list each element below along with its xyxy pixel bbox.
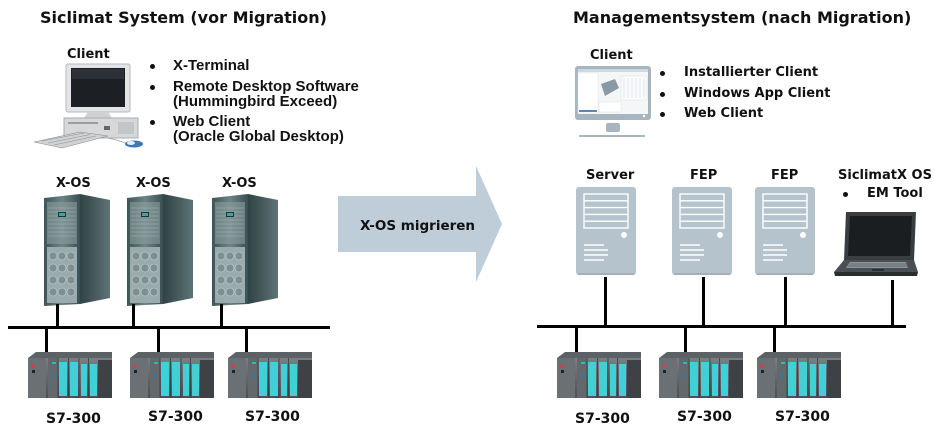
plc-icon <box>130 352 215 399</box>
laptop-options: EM Tool <box>840 184 923 205</box>
server-label: Server <box>586 168 635 183</box>
plc-icon <box>659 352 744 399</box>
client-option-text: Remote Desktop Software <box>173 78 359 95</box>
plc-label: S7-300 <box>46 411 101 427</box>
client-option-detail: (Hummingbird Exceed) <box>173 93 338 110</box>
network-link <box>604 277 607 327</box>
left-title: Siclimat System (vor Migration) <box>40 8 327 27</box>
left-client-label: Client <box>67 47 110 62</box>
client-option: Installierter Client <box>657 63 831 84</box>
plc-label: S7-300 <box>775 409 830 425</box>
xos-label: X-OS <box>56 176 91 191</box>
plc-label: S7-300 <box>148 409 203 425</box>
plc-label: S7-300 <box>677 409 732 425</box>
xos-label: X-OS <box>136 176 171 191</box>
fep-server-icon <box>755 187 815 276</box>
network-link <box>157 328 160 352</box>
plc-icon <box>557 352 642 399</box>
network-link <box>132 304 135 328</box>
plc-label: S7-300 <box>245 409 300 425</box>
laptop-option: EM Tool <box>840 184 923 205</box>
migration-arrow-label: X-OS migrieren <box>360 218 476 234</box>
network-link <box>245 328 248 352</box>
network-bus <box>537 325 906 328</box>
xos-server-icon <box>212 194 279 307</box>
client-option-text: X-Terminal <box>173 57 250 74</box>
client-option-detail: (Oracle Global Desktop) <box>173 128 344 145</box>
network-bus <box>8 326 330 329</box>
fep-label: FEP <box>690 168 718 183</box>
network-link <box>575 327 578 352</box>
network-link <box>220 304 223 328</box>
right-title: Managementsystem (nach Migration) <box>573 8 912 27</box>
fep-server-icon <box>672 187 732 276</box>
client-option: Web Client <box>657 104 831 125</box>
network-link <box>891 280 894 327</box>
network-link <box>45 328 48 352</box>
plc-label: S7-300 <box>575 411 630 427</box>
laptop-icon <box>834 212 918 276</box>
plc-icon <box>228 352 313 399</box>
xos-label: X-OS <box>222 176 257 191</box>
right-client-options: Installierter Client Windows App Client … <box>657 63 831 125</box>
fep-label: FEP <box>771 168 799 183</box>
desktop-pc-icon <box>33 63 143 149</box>
laptop-label: SiclimatX OS <box>838 168 932 183</box>
network-link <box>702 277 705 327</box>
client-option-text: Web Client <box>173 113 251 130</box>
network-link <box>56 304 59 328</box>
network-link <box>784 277 787 327</box>
client-option: X-Terminal <box>147 58 359 73</box>
monitor-client-icon <box>575 66 651 137</box>
network-link <box>773 327 776 352</box>
xos-server-icon <box>44 194 111 307</box>
client-option: Remote Desktop Software (Hummingbird Exc… <box>147 79 359 109</box>
client-option: Web Client (Oracle Global Desktop) <box>147 114 359 144</box>
left-client-options: X-Terminal Remote Desktop Software (Humm… <box>147 58 359 144</box>
right-client-label: Client <box>590 48 633 63</box>
network-link <box>684 327 687 352</box>
migration-arrow <box>338 166 502 282</box>
server-icon <box>576 187 636 276</box>
plc-icon <box>28 352 113 399</box>
client-option: Windows App Client <box>657 84 831 105</box>
plc-icon <box>757 352 842 399</box>
xos-server-icon <box>127 194 194 307</box>
